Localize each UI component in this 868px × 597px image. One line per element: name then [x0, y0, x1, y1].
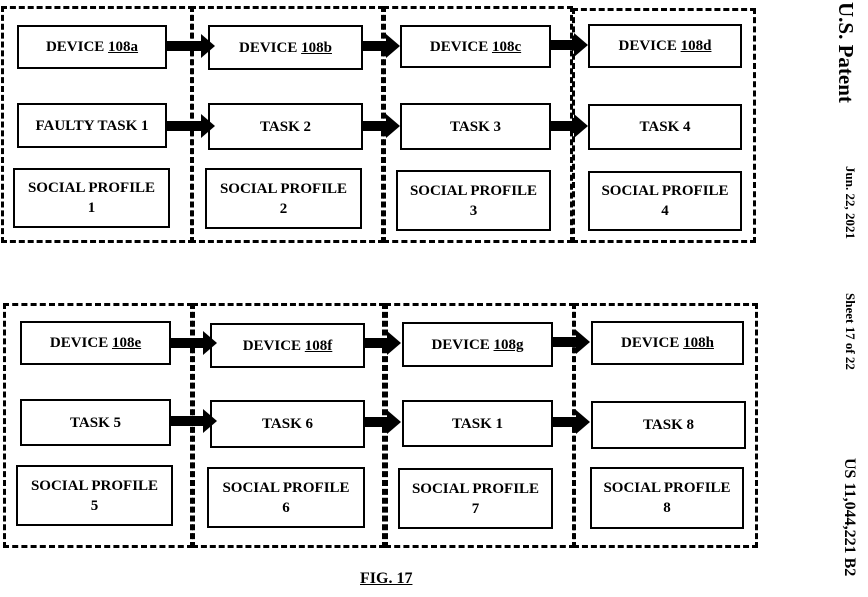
task-box: FAULTY TASK 1	[17, 103, 167, 148]
task-box: TASK 8	[591, 401, 746, 449]
patent-header-title: U.S. Patent	[834, 2, 858, 103]
social-profile-box: SOCIAL PROFILE 6	[207, 467, 365, 528]
device-box-108f: DEVICE 108f	[210, 323, 365, 368]
device-label: DEVICE 108c	[429, 38, 522, 55]
arrow-icon	[171, 409, 217, 433]
device-box-108c: DEVICE 108c	[400, 25, 551, 68]
device-box-108d: DEVICE 108d	[588, 24, 742, 68]
arrow-icon	[171, 331, 217, 355]
device-box-108h: DEVICE 108h	[591, 321, 744, 365]
arrow-icon	[167, 114, 215, 138]
device-box-108g: DEVICE 108g	[402, 322, 553, 367]
social-profile-box: SOCIAL PROFILE 7	[398, 468, 553, 529]
social-profile-box: SOCIAL PROFILE 5	[16, 465, 173, 526]
device-label: DEVICE 108h	[621, 335, 714, 351]
arrow-icon	[553, 330, 590, 354]
arrow-icon	[363, 34, 400, 58]
device-label: DEVICE 108a	[45, 39, 139, 55]
social-profile-box: SOCIAL PROFILE 8	[590, 467, 744, 529]
device-box-108e: DEVICE 108e	[20, 321, 171, 365]
device-label: DEVICE 108d	[618, 38, 712, 54]
social-profile-box: SOCIAL PROFILE 3	[396, 170, 551, 231]
patent-date: Jun. 22, 2021	[843, 166, 858, 239]
device-label: DEVICE 108e	[49, 335, 142, 351]
arrow-icon	[551, 114, 588, 138]
social-profile-box: SOCIAL PROFILE 1	[13, 168, 170, 228]
task-box: TASK 1	[402, 400, 553, 447]
figure-label: FIG. 17	[360, 570, 413, 587]
device-box-108b: DEVICE 108b	[208, 25, 363, 70]
arrow-icon	[363, 114, 400, 138]
arrow-icon	[553, 410, 590, 434]
social-profile-box: SOCIAL PROFILE 2	[205, 168, 362, 229]
task-box: TASK 4	[588, 104, 742, 150]
patent-number: US 11,044,221 B2	[841, 458, 858, 577]
patent-sheet: Sheet 17 of 22	[843, 293, 858, 370]
task-box: TASK 5	[20, 399, 171, 446]
arrow-icon	[551, 33, 588, 57]
task-box: TASK 6	[210, 400, 365, 448]
task-box: TASK 3	[400, 103, 551, 150]
social-profile-box: SOCIAL PROFILE 4	[588, 171, 742, 231]
arrow-icon	[167, 34, 215, 58]
arrow-icon	[365, 331, 401, 355]
arrow-icon	[365, 410, 401, 434]
device-box-108a: DEVICE 108a	[17, 25, 167, 69]
device-label: DEVICE 108g	[431, 336, 524, 353]
task-box: TASK 2	[208, 103, 363, 150]
device-label: DEVICE 108b	[239, 39, 332, 56]
device-label: DEVICE 108f	[242, 337, 333, 354]
